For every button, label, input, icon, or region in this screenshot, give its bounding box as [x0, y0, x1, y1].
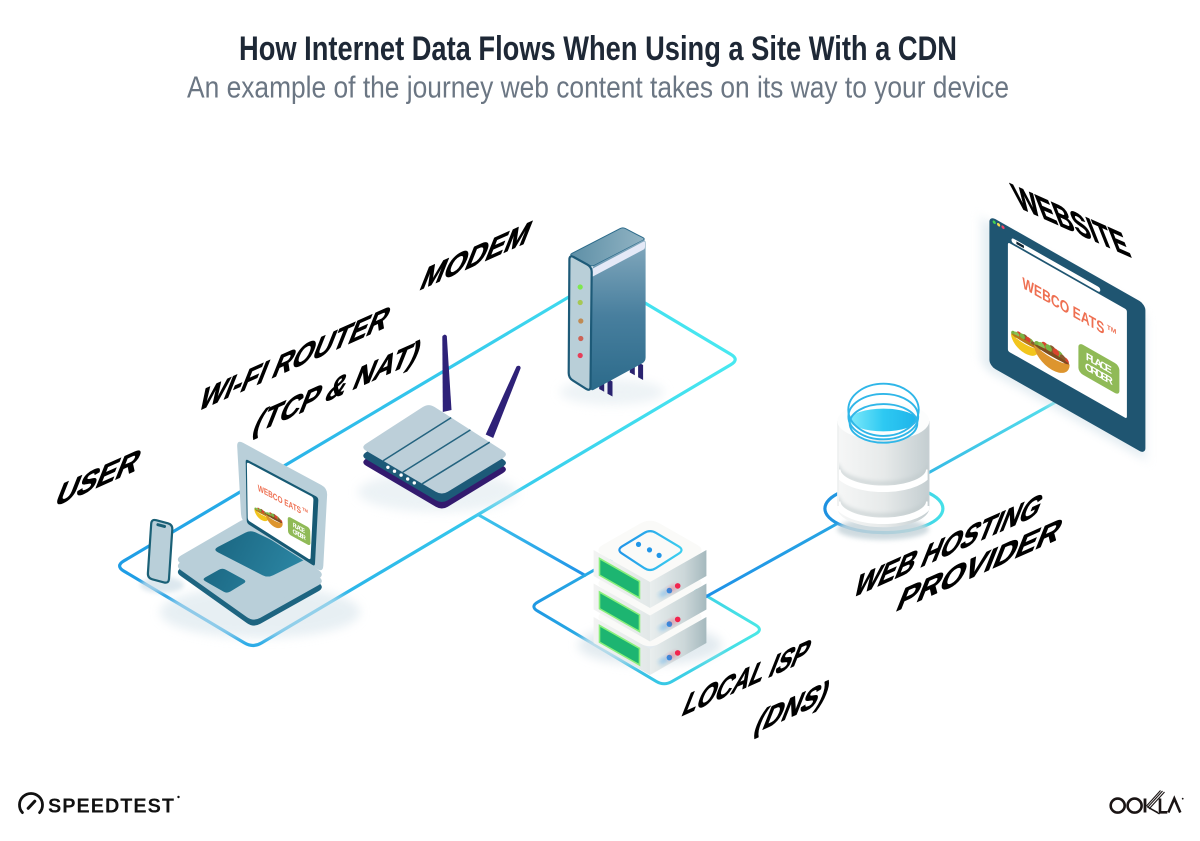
svg-text:TM: TM [1107, 324, 1117, 336]
svg-text:How Internet Data Flows When U: How Internet Data Flows When Using a Sit… [239, 30, 957, 68]
svg-text:MODEM: MODEM [415, 212, 537, 298]
svg-text:USER: USER [50, 440, 146, 514]
svg-text:TM: TM [302, 506, 308, 514]
svg-text:SPEEDTEST: SPEEDTEST [48, 796, 175, 818]
svg-text:An example of the journey web: An example of the journey web content ta… [187, 70, 1009, 105]
